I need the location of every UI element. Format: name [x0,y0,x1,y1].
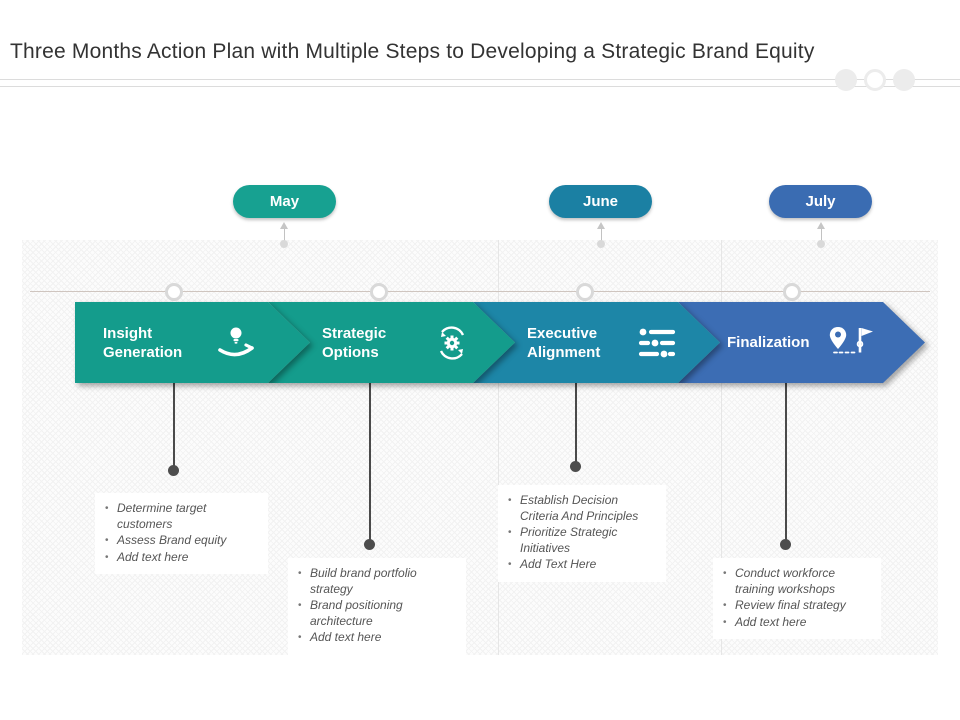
up-arrow-icon [817,222,825,229]
decorative-dot [835,69,857,91]
timeline-node [576,283,594,301]
up-arrow-basedot [280,240,288,248]
gear-refresh-icon [432,323,472,363]
list-item: Add text here [721,615,871,631]
up-arrow-shaft [284,229,285,242]
list-item: Add Text Here [506,557,656,573]
step-label: Insight Generation [103,324,183,361]
list-item: Assess Brand equity [103,533,258,549]
list-item: Add text here [103,550,258,566]
month-divider [498,240,499,655]
step-label: Finalization [727,334,810,351]
connector-line [369,383,371,543]
connector-line [785,383,787,543]
up-arrow-basedot [597,240,605,248]
step-arrow-insight-generation: Insight Generation [75,302,310,383]
list-item: Add text here [296,630,456,646]
list-item: Brand positioning architecture [296,598,456,629]
up-arrow-shaft [601,229,602,242]
chevron-shape: Insight Generation [75,302,310,383]
title-divider-line-2 [0,86,960,87]
connector-line [173,383,175,471]
connector-dot [364,539,375,550]
month-divider [721,240,722,655]
hand-bulb-icon [213,325,259,361]
title-divider-line [0,79,960,80]
decorative-dot [893,69,915,91]
list-item: Determine target customers [103,501,258,532]
up-arrow-basedot [817,240,825,248]
bullet-list-finalization: Conduct workforce training workshops Rev… [713,558,881,639]
month-label: June [582,193,618,210]
month-label: July [805,193,836,210]
list-item: Prioritize Strategic Initiatives [506,525,656,556]
list-item: Conduct workforce training workshops [721,566,871,597]
list-item: Build brand portfolio strategy [296,566,456,597]
list-item: Review final strategy [721,598,871,614]
step-label: Strategic Options [322,324,387,361]
sliders-icon [637,326,679,360]
timeline-node [370,283,388,301]
month-pill-july: July [769,185,872,218]
connector-dot [570,461,581,472]
bullet-list-strategic-options: Build brand portfolio strategy Brand pos… [288,558,466,655]
month-pill-may: May [233,185,336,218]
page-title: Three Months Action Plan with Multiple S… [10,40,815,63]
bullet-list-insight-generation: Determine target customers Assess Brand … [95,493,268,574]
list-item: Establish Decision Criteria And Principl… [506,493,656,524]
connector-dot [780,539,791,550]
connector-dot [168,465,179,476]
step-label: Executive Alignment [527,324,601,361]
month-label: May [269,193,300,210]
month-pill-june: June [549,185,652,218]
connector-line [575,383,577,467]
up-arrow-icon [597,222,605,229]
bullet-list-executive-alignment: Establish Decision Criteria And Principl… [498,485,666,582]
timeline-node [783,283,801,301]
up-arrow-shaft [821,229,822,242]
timeline-line [30,291,930,292]
timeline-node [165,283,183,301]
pin-flag-icon [827,324,875,362]
up-arrow-icon [280,222,288,229]
decorative-ring [864,69,886,91]
